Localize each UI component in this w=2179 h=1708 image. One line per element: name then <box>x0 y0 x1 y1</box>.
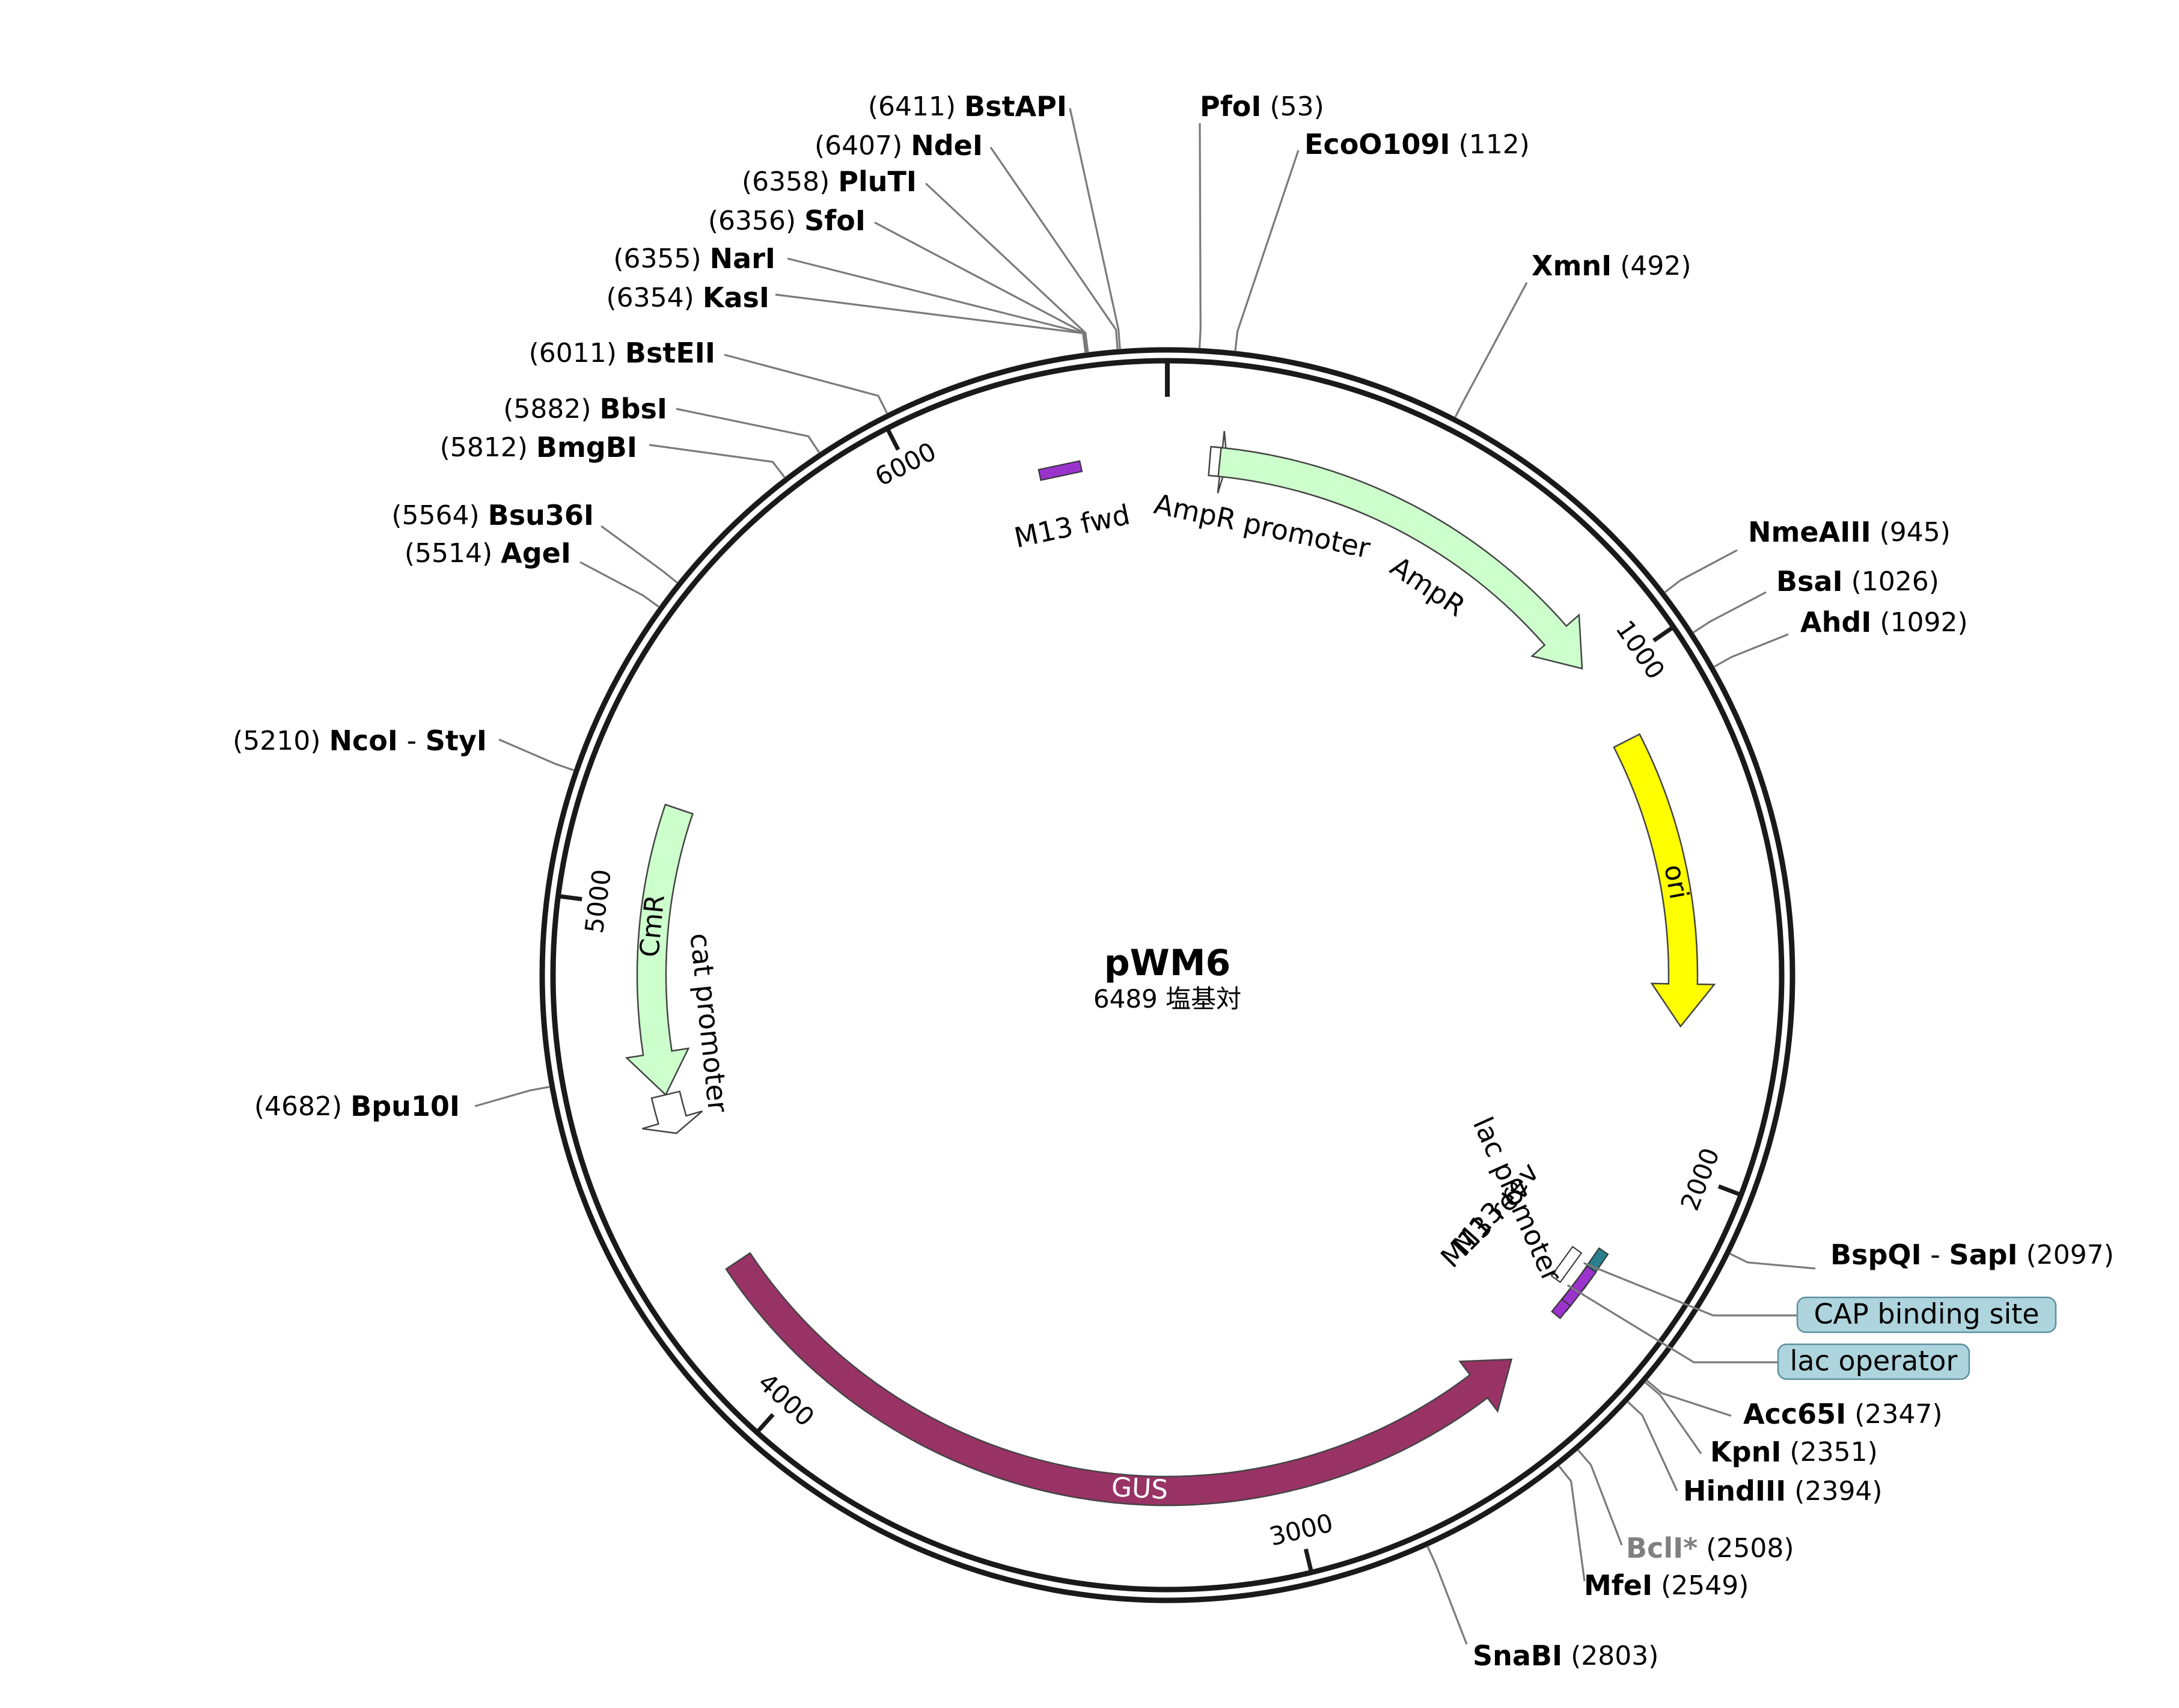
site-label: BspQI - SapI (2097) <box>1830 1238 2114 1271</box>
site-leader-line <box>787 257 1087 353</box>
site-label: XmnI (492) <box>1532 249 1692 282</box>
site-label: AhdI (1092) <box>1800 606 1968 638</box>
tick-mark <box>755 1413 775 1434</box>
tick-label: 5000 <box>579 868 617 935</box>
site-leader-line <box>775 293 1087 354</box>
ori-label: ori <box>1658 862 1694 901</box>
site-label: BclI* (2508) <box>1626 1532 1794 1564</box>
tick-label: 2000 <box>1675 1144 1725 1214</box>
site-leader-line <box>1692 591 1767 634</box>
site-leader-line <box>1729 1252 1816 1270</box>
ori-arrow <box>1613 733 1716 1028</box>
site-leader-line <box>1646 1379 1732 1417</box>
cat-promoter-label: cat promoter <box>683 931 735 1114</box>
tick-mark <box>1652 625 1675 643</box>
site-leader-line <box>1234 150 1300 352</box>
backbone-outer-ring <box>539 347 1795 1603</box>
site-label: (6355) NarI <box>613 242 775 275</box>
site-leader-line <box>649 444 786 479</box>
cap-binding-site-box <box>1796 1296 2057 1333</box>
site-label: (5812) BmgBI <box>440 431 637 464</box>
site-label: (6411) BstAPI <box>868 90 1067 123</box>
site-label: (5514) AgeI <box>405 537 571 569</box>
site-leader-line <box>601 525 679 584</box>
site-label: KpnI (2351) <box>1710 1436 1878 1468</box>
site-leader-line <box>1198 123 1202 349</box>
site-leader-line <box>874 221 1088 353</box>
site-leader-line <box>724 354 888 414</box>
m13-fwd-marker <box>1038 460 1083 481</box>
site-label: (4682) Bpu10I <box>254 1090 460 1122</box>
lac-operator-box <box>1777 1343 1970 1380</box>
site-leader-line <box>1713 633 1789 668</box>
m13-fwd-label: M13 fwd <box>1011 498 1132 554</box>
tick-mark <box>885 427 900 451</box>
lac-promoter-marker <box>1550 1246 1583 1284</box>
site-label: HindIII (2394) <box>1683 1475 1883 1507</box>
site-label: BsaI (1026) <box>1776 565 1939 598</box>
m13-rev-marker-2 <box>1561 1265 1597 1307</box>
site-leader-line <box>474 1086 550 1107</box>
restriction-sites: PfoI (53) EcoO109I (112) XmnI (492) NmeAIII… <box>233 90 2114 1672</box>
tick-label: 4000 <box>753 1367 820 1432</box>
tick-label: 3000 <box>1267 1508 1336 1552</box>
cmr-label: CmR <box>634 893 671 959</box>
site-leader-line <box>676 408 821 454</box>
site-label: (6407) NdeI <box>814 129 983 162</box>
site-leader-line <box>1627 1401 1678 1492</box>
gus-arrow <box>725 1252 1513 1507</box>
gus-label: GUS <box>1111 1472 1169 1505</box>
tick-label: 6000 <box>870 436 941 492</box>
site-label: MfeI (2549) <box>1584 1569 1749 1602</box>
site-leader-line <box>1577 1449 1623 1546</box>
site-label: NmeAIII (945) <box>1748 516 1951 548</box>
site-label: (5210) NcoI - StyI <box>233 724 487 757</box>
site-label: Acc65I (2347) <box>1743 1398 1943 1430</box>
tick-label: 1000 <box>1610 615 1670 685</box>
cap-binding-site-label: CAP binding site <box>1814 1298 2039 1330</box>
plasmid-name: pWM6 <box>1104 942 1231 984</box>
tick-mark <box>558 894 582 902</box>
tick-mark <box>1717 1184 1742 1197</box>
site-leader-line <box>1644 1381 1702 1454</box>
site-label: EcoO109I (112) <box>1304 128 1530 161</box>
ampr-arrow <box>1217 447 1583 670</box>
feature-leader-line <box>1583 1262 1797 1317</box>
site-leader-line <box>1664 549 1738 593</box>
site-leader-line <box>498 738 575 771</box>
site-leader-line <box>1069 108 1121 350</box>
site-label: (5564) Bsu36I <box>391 499 594 531</box>
tick-mark <box>1303 1548 1314 1573</box>
site-label: (6011) BstEII <box>529 337 715 369</box>
cat-promoter-arrow <box>642 1090 703 1134</box>
site-label: (6358) PluTI <box>742 165 917 198</box>
plasmid-length: 6489 塩基対 <box>1093 984 1241 1014</box>
site-leader-line <box>579 561 660 608</box>
site-label: (5882) BbsI <box>503 393 667 425</box>
lac-operator-label: lac operator <box>1790 1345 1958 1377</box>
site-leader-line <box>1426 1546 1468 1645</box>
site-label: (6356) SfoI <box>708 204 866 237</box>
site-leader-line <box>989 147 1119 350</box>
site-leader-line <box>1454 282 1528 418</box>
site-leader-line <box>1557 1465 1586 1582</box>
feature-leader-line <box>1566 1284 1778 1364</box>
site-label: PfoI (53) <box>1200 90 1324 123</box>
site-leader-line <box>924 182 1089 353</box>
site-label: (6354) KasI <box>607 281 769 314</box>
backbone-ring <box>539 347 1795 1603</box>
ampr-promoter-arrow <box>1208 430 1228 494</box>
site-label: SnaBI (2803) <box>1473 1639 1658 1672</box>
